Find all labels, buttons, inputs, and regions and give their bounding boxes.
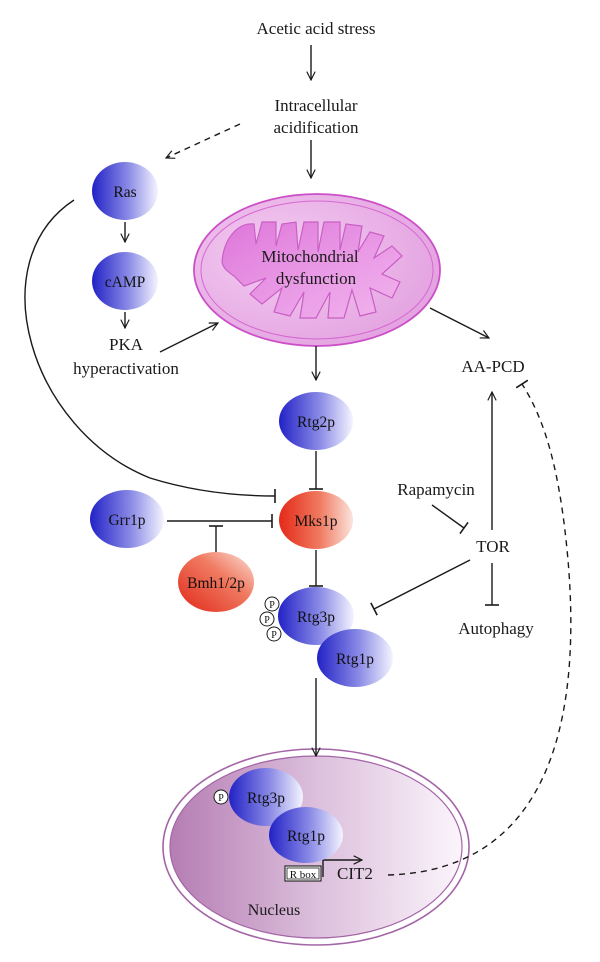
node-rtg1p: Rtg1p bbox=[317, 629, 393, 687]
cit2-label: CIT2 bbox=[337, 864, 373, 883]
node-camp: cAMP bbox=[92, 252, 158, 310]
rtg3p-label: Rtg3p bbox=[297, 609, 335, 626]
pka-label-2: hyperactivation bbox=[73, 359, 179, 378]
stress-label: Acetic acid stress bbox=[257, 19, 376, 38]
edge-ras-mks1p bbox=[24, 199, 276, 504]
edge-mito-aapcd bbox=[429, 307, 489, 339]
node-rtg2p: Rtg2p bbox=[279, 392, 353, 450]
svg-text:P: P bbox=[271, 630, 277, 641]
bmh-label: Bmh1/2p bbox=[187, 575, 245, 592]
phosphate-nucleus: P bbox=[213, 789, 229, 805]
aapcd-label: AA-PCD bbox=[461, 357, 524, 376]
camp-label: cAMP bbox=[105, 274, 145, 291]
rbox: R box bbox=[284, 865, 322, 882]
node-nuc-rtg1p: Rtg1p bbox=[269, 807, 343, 863]
mitochondrial-cristae bbox=[221, 221, 403, 319]
phosphate-2: P bbox=[259, 611, 275, 627]
acidification-label-1: Intracellular bbox=[274, 96, 357, 115]
acidification-label-2: acidification bbox=[274, 118, 359, 137]
node-mks1p: Mks1p bbox=[279, 491, 353, 549]
edge-rapamycin-tor bbox=[431, 504, 469, 535]
edge-cit2-aapcd bbox=[387, 379, 572, 876]
nuc-rtg1p-label: Rtg1p bbox=[287, 828, 325, 845]
phosphate-groups: P P P bbox=[259, 596, 282, 642]
mito-label-2: dysfunction bbox=[276, 269, 357, 288]
rapamycin-label: Rapamycin bbox=[397, 480, 475, 499]
node-grr1p: Grr1p bbox=[90, 490, 164, 548]
edge-tor-rtg3p bbox=[370, 559, 471, 616]
phosphate-3: P bbox=[266, 626, 282, 642]
tor-label: TOR bbox=[476, 537, 510, 556]
grr1p-label: Grr1p bbox=[108, 512, 145, 529]
rbox-label: R box bbox=[290, 869, 317, 881]
node-bmh: Bmh1/2p bbox=[178, 552, 254, 612]
svg-text:P: P bbox=[264, 615, 270, 626]
edge-pka-mito bbox=[159, 322, 218, 353]
mitochondrion bbox=[193, 193, 441, 347]
edge-acidification-ras bbox=[166, 123, 241, 158]
pka-label-1: PKA bbox=[109, 335, 144, 354]
node-nuc-rtg3p: Rtg3p bbox=[229, 768, 303, 826]
nuc-rtg3p-label: Rtg3p bbox=[247, 790, 285, 807]
nucleus-label: Nucleus bbox=[248, 902, 300, 919]
cit2-promoter-arrow bbox=[322, 860, 362, 877]
rtg2p-label: Rtg2p bbox=[297, 414, 335, 431]
rtg1p-label: Rtg1p bbox=[336, 651, 374, 668]
mito-label-1: Mitochondrial bbox=[261, 247, 359, 266]
svg-text:P: P bbox=[218, 793, 224, 804]
edges bbox=[24, 45, 572, 877]
node-ras: Ras bbox=[92, 162, 158, 220]
ras-label: Ras bbox=[113, 184, 136, 201]
mks1p-label: Mks1p bbox=[294, 513, 337, 530]
autophagy-label: Autophagy bbox=[458, 619, 534, 638]
svg-text:P: P bbox=[269, 600, 275, 611]
phosphate-1: P bbox=[264, 596, 280, 612]
node-rtg3p: Rtg3p bbox=[278, 587, 354, 645]
